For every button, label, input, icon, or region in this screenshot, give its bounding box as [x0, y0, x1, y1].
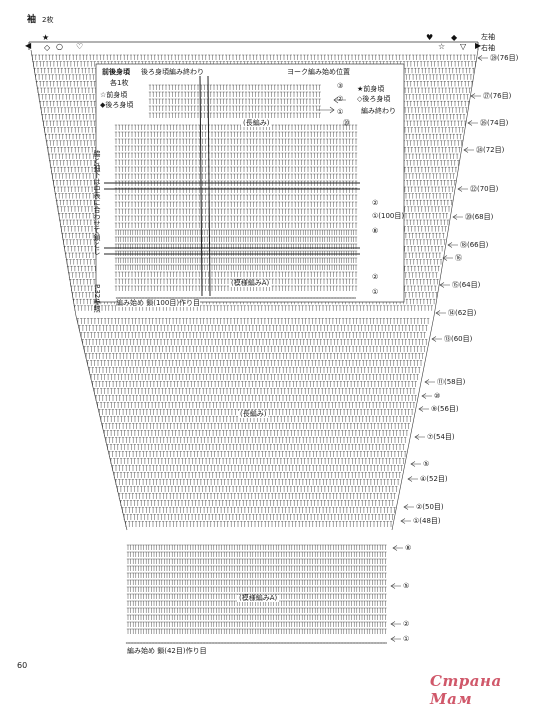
svg-text:♥: ♥: [426, 33, 433, 42]
front-back-title: 前後身頃: [102, 68, 130, 76]
sleeve-row-label: ㉘(76目): [490, 54, 519, 62]
sleeve-start-note: 編み始め 鎖(42目)作り目: [127, 647, 207, 655]
sleeve-row-label: ④(52目): [420, 475, 448, 483]
sleeve-row-label: ㉒(70目): [470, 185, 499, 193]
yoke-start-label: ヨーク編み始め位置: [287, 68, 350, 76]
svg-text:★: ★: [42, 33, 49, 42]
back-piece-label: ◇後ろ身頃: [357, 95, 391, 103]
svg-text:◆: ◆: [451, 33, 458, 42]
body-start-note: 編み始め 鎖(100目)作り目: [116, 299, 201, 307]
body-row-label: ①: [372, 288, 379, 296]
sleeve-row-label: ⑦(54目): [427, 433, 455, 441]
body-pattern-label: (模様編みA): [229, 279, 272, 287]
front-back-count: 各1枚: [110, 79, 129, 87]
body-row-label: ①(100目): [372, 212, 405, 220]
sleeve-row-label: ⑱(66目): [460, 241, 489, 249]
sleeve-row-label: ⑤: [403, 582, 410, 590]
svg-text:☆: ☆: [438, 42, 445, 51]
back-end-label: 後ろ身頃編み終わり: [141, 68, 204, 76]
sleeve-row-label: ⑮(64目): [452, 281, 481, 289]
sleeve-row-label: ①(48目): [413, 517, 441, 525]
watermark-logo: Страна Мам: [430, 672, 502, 708]
sleeve-row-label: ⑨(56目): [431, 405, 459, 413]
center-note: 脇と袖下は中表に合わせて鎖とじ: [93, 150, 101, 255]
page-number: 60: [17, 661, 28, 670]
back-marker-label: ◆後ろ身頃: [100, 101, 134, 109]
sleeve-row-label: ①: [403, 635, 410, 643]
svg-text:▶: ▶: [475, 41, 482, 50]
body-inset: [95, 63, 405, 303]
svg-text:◀: ◀: [25, 41, 32, 50]
body-stitch-label: (長編み): [241, 119, 272, 127]
body-row-label: ⑧: [372, 227, 379, 235]
right-sleeve-label: 右袖: [481, 44, 495, 52]
sleeve-row-label: ㉖(74目): [480, 119, 509, 127]
body-row-label: ①: [337, 108, 344, 116]
front-marker-label: ☆前身頃: [100, 91, 128, 99]
sleeve-row-label: ⑩: [434, 392, 441, 400]
cuff-block: [125, 544, 388, 644]
sleeve-row-label: ⑳(68目): [465, 213, 494, 221]
sleeve-row-label: ⑤: [423, 460, 430, 468]
sleeve-row-label: ㉔(72目): [476, 146, 505, 154]
left-sleeve-label: 左袖: [481, 33, 495, 41]
sleeve-row-label: ②: [403, 620, 410, 628]
body-row-label: ②: [337, 95, 344, 103]
cuff-pattern-label: (模様編みA): [237, 594, 280, 602]
sleeve-stitch-label: (長編み): [238, 410, 269, 418]
piece-end-label: 編み終わり: [361, 107, 396, 115]
sleeve-row-label: ⑪(58目): [437, 378, 466, 386]
marker-symbols: ◀ ★ ◇ ○ ♡ ♥ ◆ ▽ ☆ ▶: [25, 33, 482, 52]
sleeve-row-label: ⑭(62目): [448, 309, 477, 317]
sleeve-row-label: ㉗(76目): [483, 92, 512, 100]
svg-text:▽: ▽: [460, 42, 467, 51]
svg-text:○: ○: [56, 42, 63, 51]
body-row-label: ⑳: [343, 119, 350, 127]
sleeve-row-label: ②(50目): [416, 503, 444, 511]
body-row-label: ③: [337, 82, 344, 90]
svg-text:◇: ◇: [44, 43, 51, 52]
top-bracket: [28, 41, 479, 50]
sleeve-row-label: ⑯: [455, 254, 462, 262]
page-reference: P.32参照: [93, 284, 101, 313]
svg-text:♡: ♡: [76, 42, 83, 51]
body-row-label: ②: [372, 199, 379, 207]
body-row-label: ②: [372, 273, 379, 281]
front-piece-label: ★前身頃: [357, 85, 385, 93]
row-arrows: [390, 55, 488, 642]
sleeve-row-label: ⑬(60目): [444, 335, 473, 343]
sleeve-row-label: ⑧: [405, 544, 412, 552]
